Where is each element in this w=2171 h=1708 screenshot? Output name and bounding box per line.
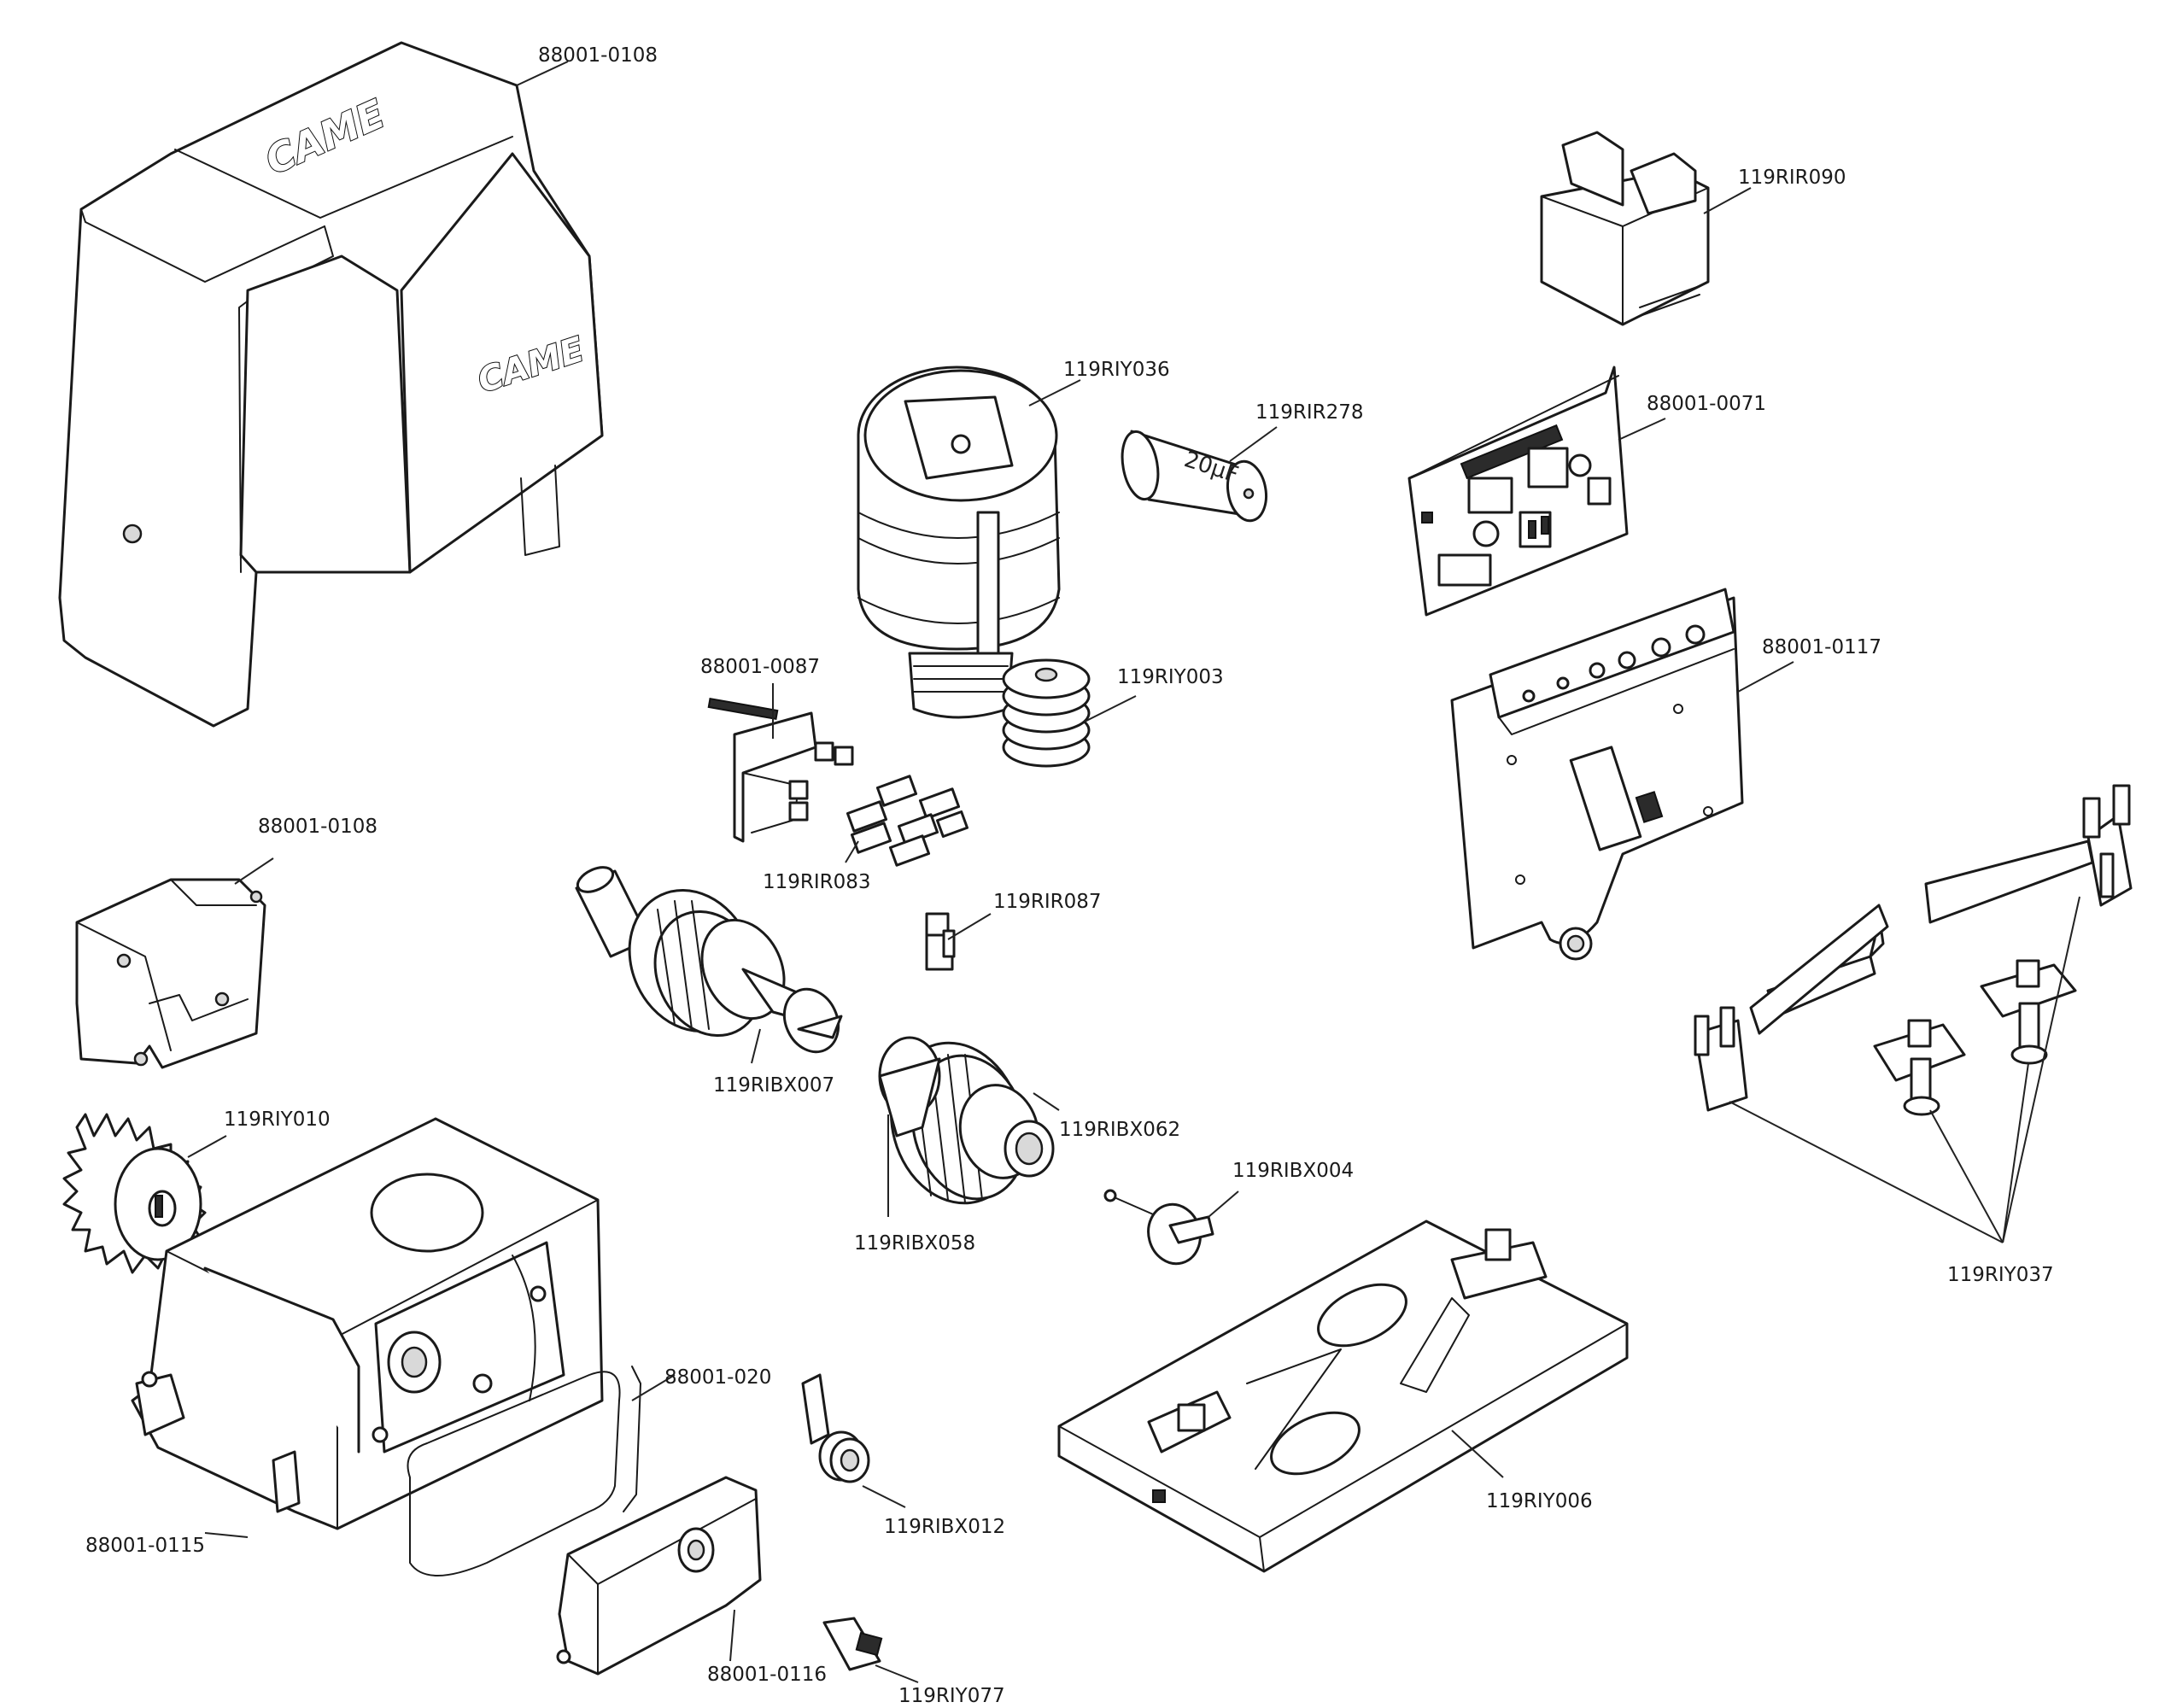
capacitor-part: 20µF: [1121, 430, 1268, 523]
key-part: [822, 1617, 883, 1671]
label-88001-020: 88001-020: [664, 1366, 771, 1389]
spacer-stack-part: [1002, 658, 1091, 768]
label-119RIR278: 119RIR278: [1255, 401, 1364, 424]
label-88001-0108-small: 88001-0108: [258, 816, 377, 838]
control-board-part: [1407, 366, 1629, 617]
gear-a-part: [878, 1036, 941, 1138]
limit-brackets-part: [1694, 784, 2133, 1116]
label-88001-0108-top: 88001-0108: [538, 44, 658, 67]
label-119RIY077: 119RIY077: [898, 1685, 1005, 1707]
base-plate-part: [1057, 1220, 1629, 1573]
label-119RIY010: 119RIY010: [224, 1108, 331, 1131]
label-119RIY037: 119RIY037: [1947, 1264, 2054, 1286]
motor-part: [857, 366, 1061, 719]
label-119RIBX058: 119RIBX058: [854, 1232, 975, 1255]
transformer-part: [1540, 131, 1710, 326]
micro-connector-part: [925, 912, 956, 971]
label-88001-0087: 88001-0087: [700, 656, 820, 678]
cover-small-part: [75, 878, 266, 1069]
gasket-part: [407, 1366, 641, 1576]
label-88001-0115: 88001-0115: [85, 1535, 205, 1557]
cam-small-part: [1103, 1189, 1214, 1266]
label-119RIBX004: 119RIBX004: [1232, 1160, 1354, 1182]
mounting-plate-part: [1450, 588, 1744, 961]
gearbox-housing-part: [131, 1117, 604, 1530]
pinion-part: [62, 1113, 207, 1274]
label-88001-0071: 88001-0071: [1647, 393, 1766, 415]
limit-switch-part: [707, 697, 854, 843]
microswitches-part: [846, 775, 969, 867]
part-labels: 88001-0108 119RIR090 119RIY036 119RIR278…: [85, 44, 2054, 1707]
label-88001-0117: 88001-0117: [1762, 636, 1881, 658]
label-119RIBX062: 119RIBX062: [1059, 1119, 1180, 1141]
label-119RIR083: 119RIR083: [763, 871, 871, 893]
release-cover-part: [556, 1476, 762, 1676]
leader-lines: [187, 61, 2080, 1683]
gear-shaft-part: [575, 866, 843, 1054]
lock-cylinder-part: [801, 1373, 870, 1483]
label-119RIY006: 119RIY006: [1486, 1490, 1593, 1512]
gear-b-part: [889, 1041, 1055, 1205]
label-119RIBX007: 119RIBX007: [713, 1074, 834, 1097]
label-119RIR090: 119RIR090: [1738, 167, 1846, 189]
cover-top-part: CAME CAME: [58, 41, 604, 728]
label-119RIY036: 119RIY036: [1063, 359, 1170, 381]
cover-screw-icon: [122, 524, 143, 544]
label-119RIR087: 119RIR087: [993, 891, 1102, 913]
label-119RIBX012: 119RIBX012: [884, 1516, 1005, 1538]
label-119RIY003: 119RIY003: [1117, 666, 1224, 688]
label-88001-0116: 88001-0116: [707, 1664, 827, 1686]
